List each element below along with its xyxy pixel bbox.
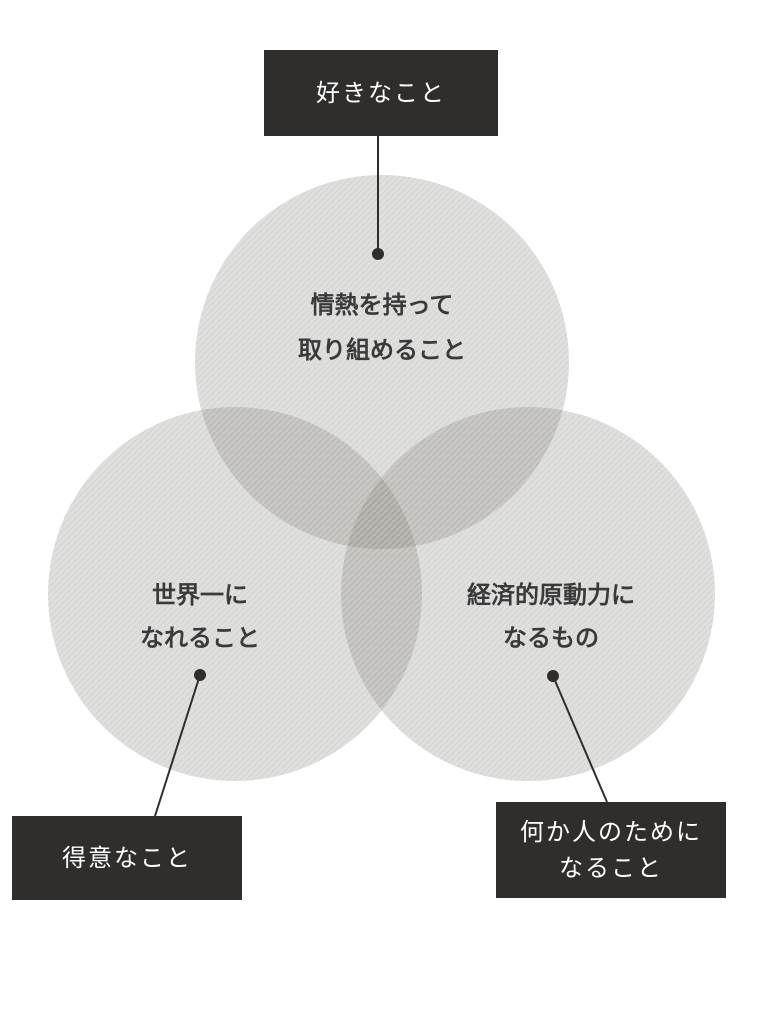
connector-left <box>154 674 201 817</box>
label-box-left: 得意なこと <box>12 816 242 900</box>
connectors <box>154 136 608 817</box>
label-top-text: 好きなこと <box>316 79 446 107</box>
connector-right <box>552 675 608 803</box>
label-box-top: 好きなこと <box>264 50 498 136</box>
circle-right-text-line1: 経済的原動力に <box>467 580 635 609</box>
label-box-right: 何か人のために なること <box>496 802 726 898</box>
label-right-text-line1: 何か人のために <box>520 818 702 846</box>
connector-left-dot <box>194 669 206 681</box>
connector-right-dot <box>547 670 559 682</box>
circle-top-text-line1: 情熱を持って <box>311 290 454 319</box>
circle-left-text-line1: 世界一に <box>152 580 248 609</box>
circle-left-text-line2: なれること <box>140 623 260 652</box>
circle-top-text-line2: 取り組めること <box>298 335 466 364</box>
circle-right-text-line2: なるもの <box>503 623 599 652</box>
label-right-text-line2: なること <box>559 854 663 882</box>
circles-group <box>48 175 715 781</box>
label-left-text: 得意なこと <box>62 844 192 872</box>
connector-top-dot <box>372 248 384 260</box>
